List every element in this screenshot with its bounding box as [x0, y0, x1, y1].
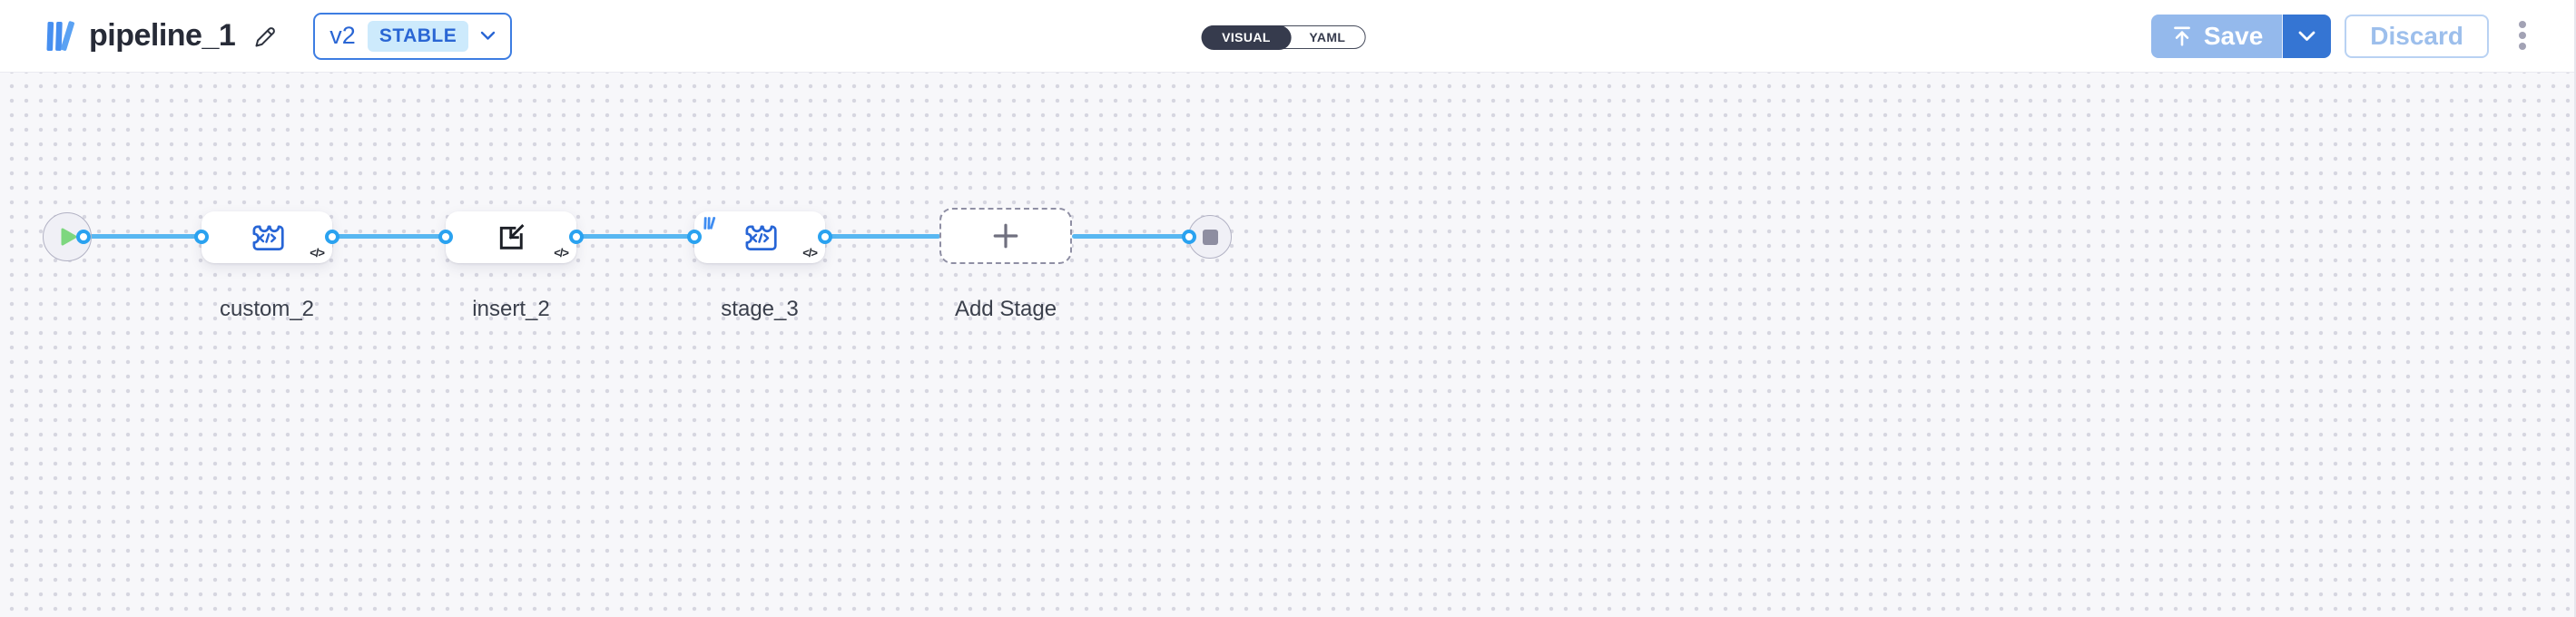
page-title: pipeline_1: [89, 18, 236, 53]
function-code-icon: [745, 225, 777, 250]
function-code-icon: [252, 225, 284, 250]
save-button[interactable]: Save: [2150, 14, 2283, 58]
edge-addstage-to-end: [1072, 234, 1189, 239]
version-status-badge: STABLE: [367, 20, 469, 52]
port-custom2-in[interactable]: [194, 230, 209, 244]
version-selector[interactable]: v2 STABLE: [313, 12, 513, 60]
play-icon: [61, 228, 77, 246]
save-options-button[interactable]: [2282, 14, 2332, 58]
save-button-label: Save: [2203, 21, 2264, 50]
stage-card-custom_2[interactable]: </>: [202, 211, 332, 263]
pipeline-canvas[interactable]: </> </>: [0, 73, 2576, 617]
port-stage3-in[interactable]: [687, 230, 702, 244]
chevron-down-icon: [481, 31, 496, 40]
edge-stage3-to-addstage: [825, 234, 940, 239]
header-actions: Save Discard: [2150, 14, 2532, 58]
header-bar: pipeline_1 v2 STABLE VISUAL YAML: [0, 0, 2576, 73]
plus-icon: [993, 223, 1018, 249]
chevron-down-icon: [2298, 31, 2315, 41]
pencil-icon: [255, 26, 276, 46]
port-insert2-out[interactable]: [569, 230, 584, 244]
stage-card-stage_3[interactable]: </>: [694, 211, 825, 263]
edge-custom2-to-insert2: [332, 234, 446, 239]
save-split-button: Save: [2150, 14, 2332, 58]
kebab-menu-icon: [2519, 20, 2526, 50]
add-stage-button[interactable]: [939, 208, 1072, 264]
add-stage-label: Add Stage: [954, 297, 1057, 321]
edge-insert2-to-stage3: [576, 234, 694, 239]
discard-button[interactable]: Discard: [2345, 14, 2489, 58]
window-right-border: [2574, 0, 2576, 617]
stage-label-stage_3: stage_3: [721, 297, 799, 321]
stage-label-custom_2: custom_2: [219, 297, 315, 321]
stage-label-insert_2: insert_2: [472, 297, 550, 321]
port-end-in[interactable]: [1182, 230, 1196, 244]
port-start-out[interactable]: [76, 230, 91, 244]
stop-icon: [1202, 229, 1218, 245]
code-mode-badge: </>: [310, 246, 325, 260]
port-stage3-out[interactable]: [818, 230, 832, 244]
view-mode-toggle: VISUAL YAML: [1201, 24, 1366, 50]
more-options-button[interactable]: [2512, 15, 2532, 58]
version-label: v2: [329, 22, 356, 49]
upload-arrow-icon: [2173, 25, 2190, 46]
edit-title-button[interactable]: [251, 23, 279, 50]
insert-arrow-icon: [499, 223, 525, 250]
tab-yaml[interactable]: YAML: [1309, 30, 1346, 44]
tab-visual[interactable]: VISUAL: [1201, 24, 1292, 50]
app-logo-icon: [46, 20, 74, 51]
edge-start-to-custom2: [84, 234, 202, 239]
port-insert2-in[interactable]: [438, 230, 453, 244]
code-mode-badge: </>: [802, 246, 818, 260]
code-mode-badge: </>: [554, 246, 569, 260]
port-custom2-out[interactable]: [325, 230, 339, 244]
stage-card-insert_2[interactable]: </>: [446, 211, 576, 263]
pipeline-mini-logo-icon: [703, 216, 716, 230]
